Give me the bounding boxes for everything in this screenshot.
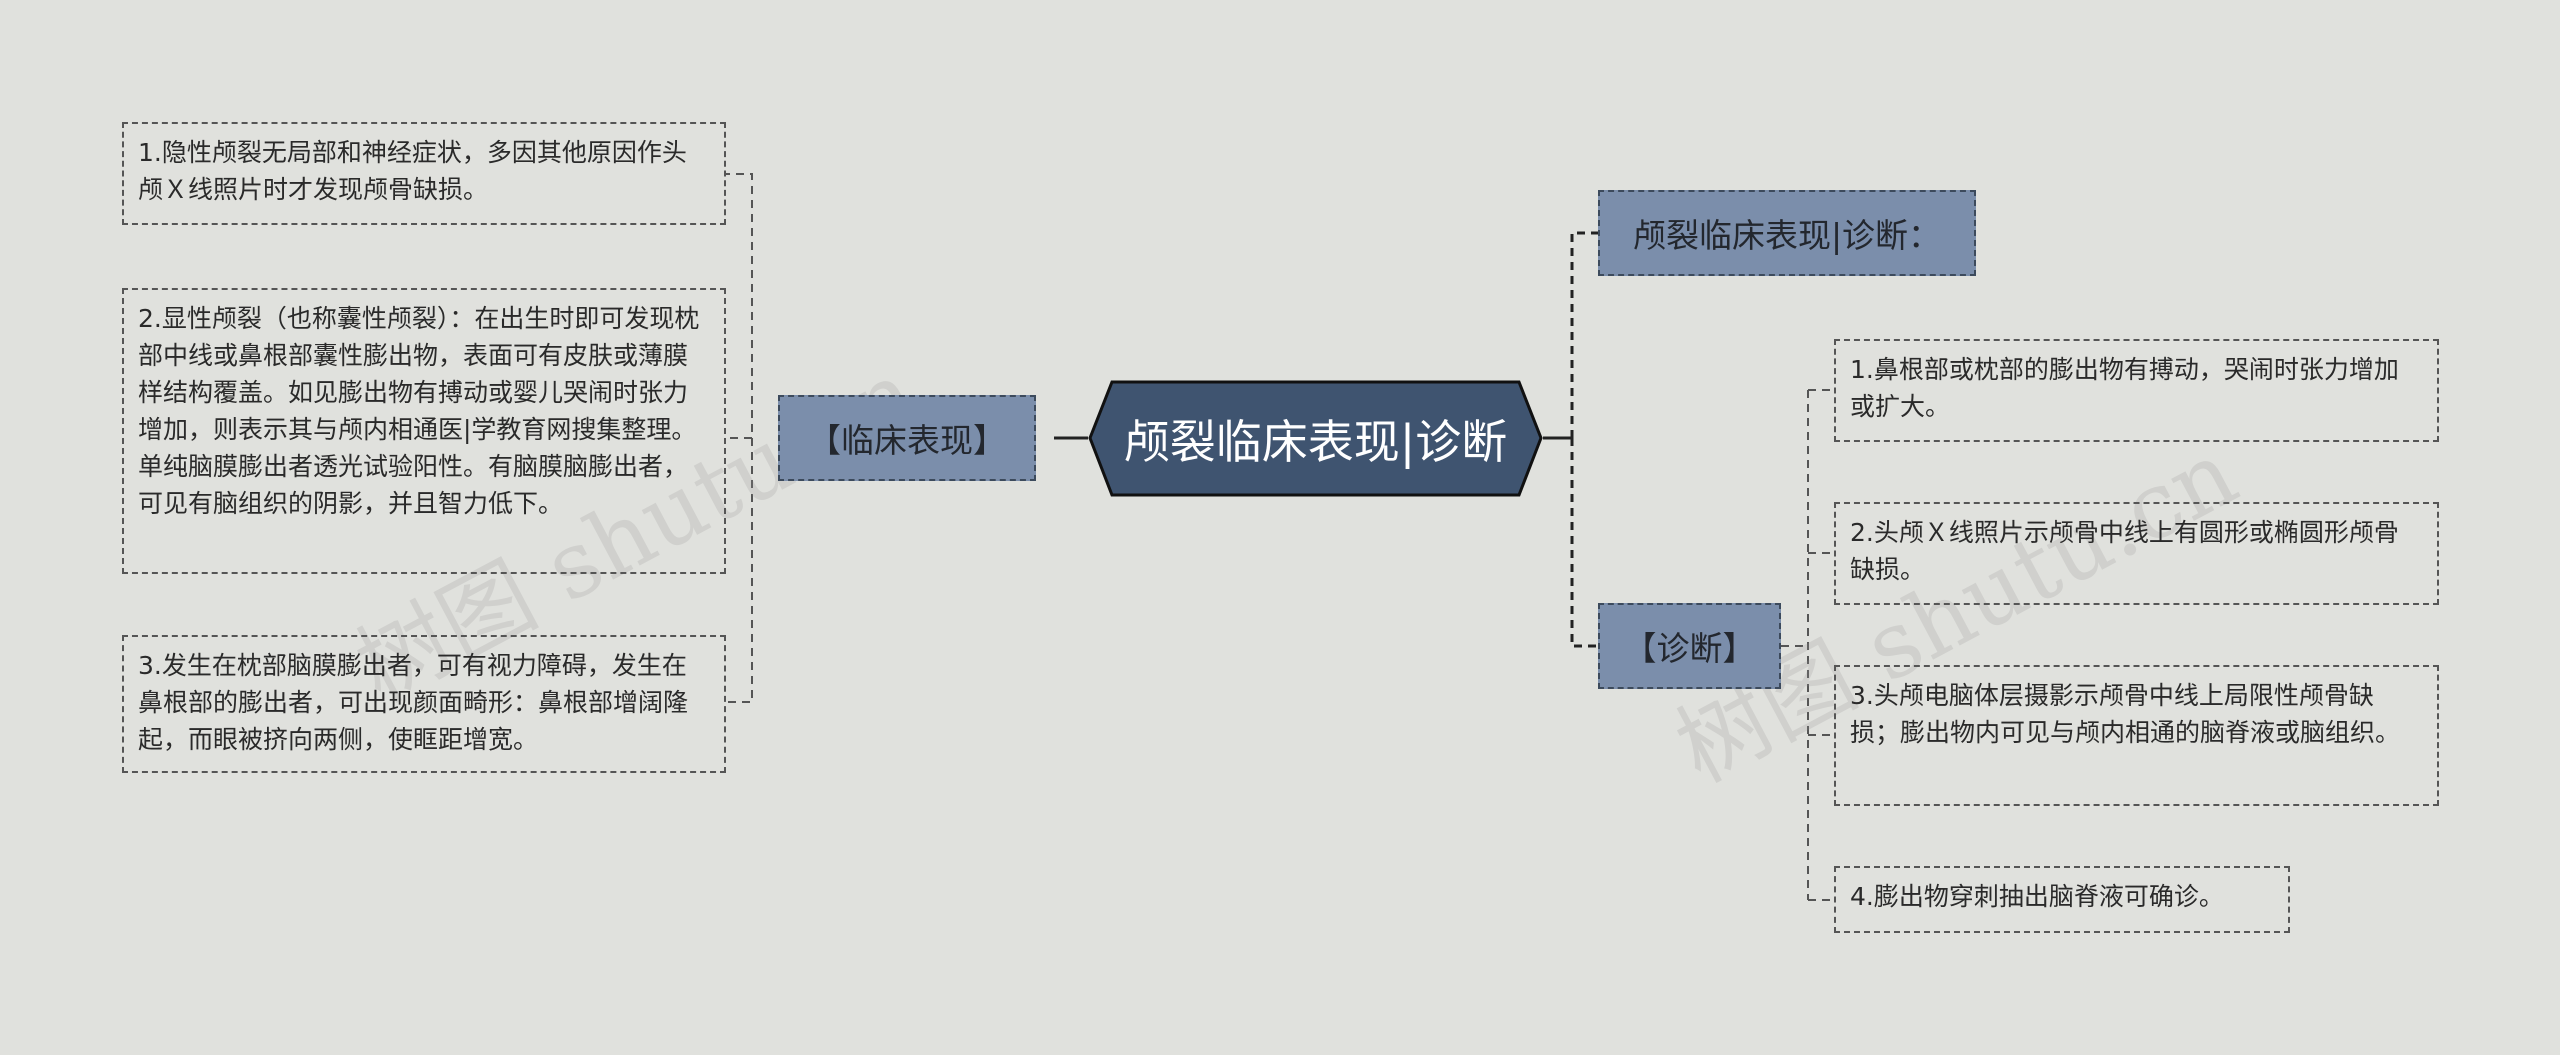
clinical-item-1[interactable]: 1.隐性颅裂无局部和神经症状，多因其他原因作头颅Ｘ线照片时才发现颅骨缺损。 — [122, 122, 726, 225]
diagnosis-branch-node[interactable]: 【诊断】 — [1598, 603, 1781, 689]
diagnosis-item-4[interactable]: 4.膨出物穿刺抽出脑脊液可确诊。 — [1834, 866, 2290, 933]
clinical-item-2[interactable]: 2.显性颅裂（也称囊性颅裂）：在出生时即可发现枕部中线或鼻根部囊性膨出物，表面可… — [122, 288, 726, 574]
root-hexagon-shape — [1088, 380, 1543, 497]
clinical-branch-node[interactable]: 【临床表现】 — [778, 395, 1036, 481]
diagnosis-item-3[interactable]: 3.头颅电脑体层摄影示颅骨中线上局限性颅骨缺损；膨出物内可见与颅内相通的脑脊液或… — [1834, 665, 2439, 806]
diagnosis-item-2[interactable]: 2.头颅Ｘ线照片示颅骨中线上有圆形或椭圆形颅骨缺损。 — [1834, 502, 2439, 605]
root-node[interactable]: 颅裂临床表现|诊断 — [1088, 380, 1543, 497]
root-label: 颅裂临床表现|诊断 — [1123, 414, 1508, 469]
diagnosis-item-1[interactable]: 1.鼻根部或枕部的膨出物有搏动，哭闹时张力增加或扩大。 — [1834, 339, 2439, 442]
title-branch-node[interactable]: 颅裂临床表现|诊断： — [1598, 190, 1976, 276]
clinical-item-3[interactable]: 3.发生在枕部脑膜膨出者，可有视力障碍，发生在鼻根部的膨出者，可出现颜面畸形：鼻… — [122, 635, 726, 773]
